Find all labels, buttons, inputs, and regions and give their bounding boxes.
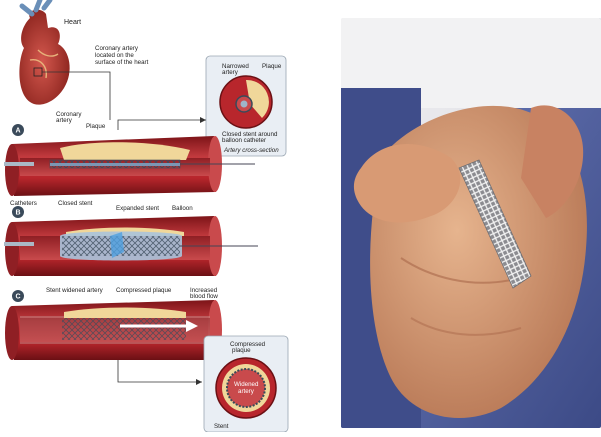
inset-plaque: Plaque [262, 63, 282, 70]
inset-b-compressed-2: plaque [232, 347, 251, 354]
a-coronary-2: artery [56, 117, 73, 124]
diagram-svg: Heart Coronary artery located on the sur… [0, 0, 300, 432]
b-expanded-stent: Expanded stent [116, 205, 159, 212]
inset-b-widened-2: artery [238, 388, 255, 395]
inset-b-stent: Stent [214, 423, 229, 430]
step-a-letter: A [16, 128, 21, 135]
c-stent-widened: Stent widened artery [46, 287, 104, 294]
step-b-letter: B [16, 210, 21, 217]
inset-subcaption: Artery cross-section [223, 147, 279, 154]
artery-step-c [5, 300, 222, 360]
inset-b-widened-1: Widened [234, 381, 259, 388]
b-balloon: Balloon [172, 205, 193, 212]
step-c-letter: C [16, 294, 21, 301]
a-catheters: Catheters [10, 200, 37, 207]
inset-narrowed-2: artery [222, 69, 239, 76]
inset-caption-2: balloon catheter [222, 137, 266, 144]
heart-label: Heart [64, 19, 81, 26]
stent-photo [341, 18, 601, 428]
a-plaque: Plaque [86, 123, 106, 130]
a-closed-stent: Closed stent [58, 200, 93, 207]
coronary-note-3: surface of the heart [95, 59, 149, 66]
c-compressed-plaque: Compressed plaque [116, 287, 172, 294]
coronary-note-2: located on the [95, 52, 134, 59]
artery-step-a [4, 136, 255, 196]
coronary-note-1: Coronary artery [95, 45, 139, 52]
c-increased-2: blood flow [190, 293, 218, 300]
stent-photo-svg [341, 18, 601, 428]
artery-step-b [4, 216, 258, 276]
stent-procedure-diagram: Heart Coronary artery located on the sur… [0, 0, 300, 432]
